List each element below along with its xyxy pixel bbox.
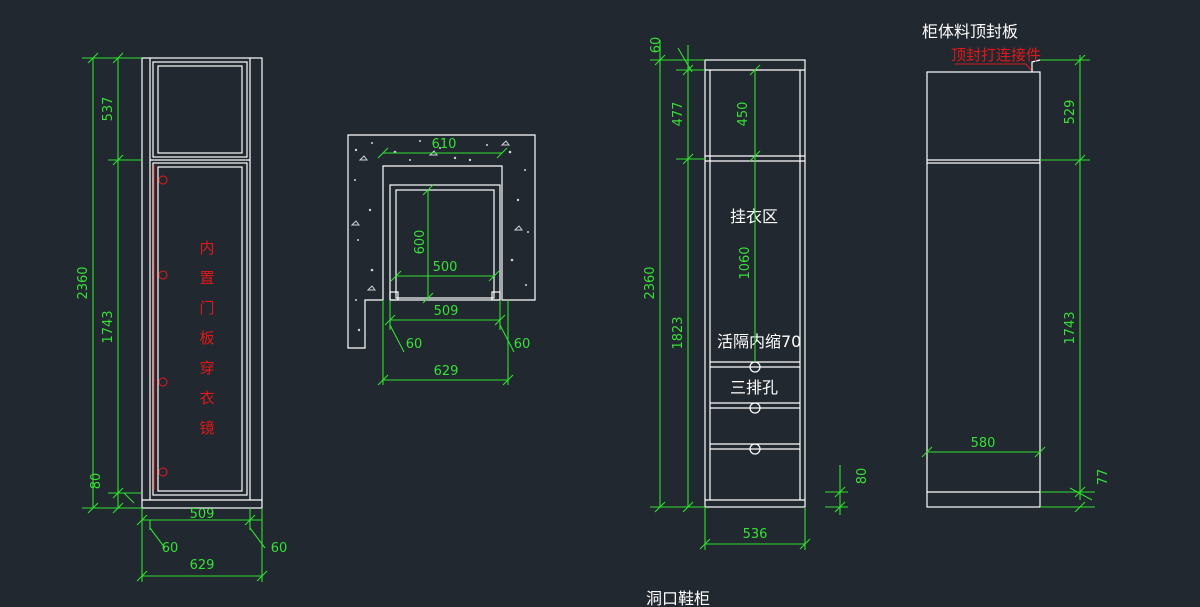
view-side-elevation: 柜体料顶封板 顶封打连接件 529 1743 580 77 <box>921 22 1111 513</box>
dimension-label: 629 <box>434 364 459 379</box>
note-char: 穿 <box>199 359 214 377</box>
dimension-label: 1743 <box>1063 311 1078 344</box>
dimension-label: 580 <box>971 436 996 451</box>
view-front-elevation: 内 置 门 板 穿 衣 镜 <box>76 52 288 582</box>
mirror-door-panel <box>152 162 248 496</box>
cabinet-carcass <box>389 184 501 301</box>
note-char: 置 <box>199 269 214 287</box>
dimension-label: 537 <box>101 97 116 122</box>
dimension-label: 2360 <box>76 266 91 299</box>
view-interior-elevation: 挂衣区 活隔内缩70 三排孔 60 477 450 2360 1823 <box>643 37 870 607</box>
dimension-label: 60 <box>514 337 531 352</box>
dimension-label: 600 <box>413 230 428 255</box>
hinge-icon <box>158 377 168 387</box>
cabinet-outline <box>704 59 806 508</box>
dimension-label: 60 <box>406 337 423 352</box>
note-char: 内 <box>199 239 214 257</box>
zone-label: 挂衣区 <box>730 207 778 226</box>
cabinet-outline <box>141 57 263 509</box>
view-opening-section: 610 600 500 509 60 60 629 <box>347 134 536 386</box>
dimension-label: 60 <box>162 541 179 556</box>
handle-icon <box>749 402 761 414</box>
dimension-label: 80 <box>855 468 870 485</box>
dimension-label: 1823 <box>671 316 686 349</box>
dimension-label: 60 <box>271 541 288 556</box>
dimension-label: 60 <box>649 37 664 54</box>
view-title: 柜体料顶封板 <box>922 22 1018 41</box>
dimension-label: 509 <box>190 507 215 522</box>
dimension-label: 1743 <box>101 310 116 343</box>
concrete-wall <box>347 134 536 349</box>
zone-label: 活隔内缩70 <box>717 332 801 351</box>
dimension-label: 77 <box>1096 469 1111 486</box>
dimension-label: 500 <box>433 260 458 275</box>
dimension-lines <box>82 52 268 582</box>
dimension-label: 610 <box>432 137 457 152</box>
hinge-icon <box>158 175 168 185</box>
connector-leader <box>955 63 1032 71</box>
note-char: 板 <box>199 329 214 347</box>
top-door-panel <box>152 61 248 158</box>
dimension-label: 477 <box>671 102 686 127</box>
dimension-lines <box>650 40 848 550</box>
dimension-label: 529 <box>1063 100 1078 125</box>
dimension-lines <box>921 54 1095 513</box>
dimension-label: 80 <box>89 473 104 490</box>
dimension-label: 2360 <box>643 266 658 299</box>
dimension-label: 1060 <box>738 246 753 279</box>
dimension-label: 450 <box>736 102 751 127</box>
dimension-lines <box>377 147 515 386</box>
dimension-label: 509 <box>434 304 459 319</box>
dimension-label: 629 <box>190 558 215 573</box>
connector-note: 顶封打连接件 <box>951 46 1041 64</box>
top-cover-panel <box>1031 59 1041 72</box>
concrete-hatch <box>354 140 529 332</box>
note-char: 门 <box>199 299 214 317</box>
handle-icon <box>749 443 761 455</box>
hinge-icon <box>158 270 168 280</box>
cabinet-outline <box>926 71 1041 508</box>
hinge-icon <box>158 467 168 477</box>
zone-label: 三排孔 <box>730 378 778 397</box>
dimension-label: 536 <box>743 527 768 542</box>
note-char: 衣 <box>199 389 214 407</box>
note-char: 镜 <box>199 419 214 437</box>
drawing-caption: 洞口鞋柜 <box>646 589 710 607</box>
